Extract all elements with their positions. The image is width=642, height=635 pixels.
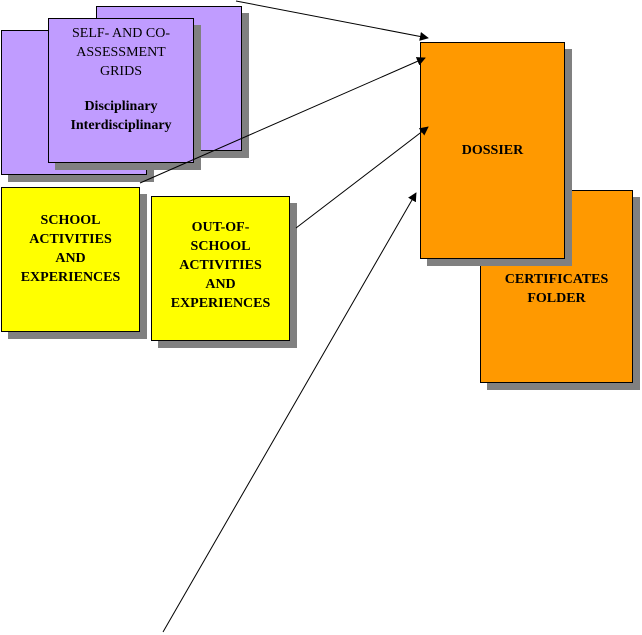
dossier-label: DOSSIER xyxy=(461,143,524,158)
out-of-school-activities-label: OUT-OF- SCHOOL ACTIVITIES AND EXPERIENCE… xyxy=(170,220,271,311)
school-activities-label: SCHOOL ACTIVITIES AND EXPERIENCES xyxy=(20,213,121,285)
arrow-out-of-school-to-dossier xyxy=(295,126,429,229)
dossier-box xyxy=(420,42,565,259)
arrow-grids-to-dossier xyxy=(235,0,429,41)
certificates-folder-label: CERTIFICATES FOLDER xyxy=(504,272,609,306)
arrow-school-to-dossier xyxy=(139,57,426,184)
out-of-school-activities-box xyxy=(151,196,290,341)
grids-subtitle: Disciplinary Interdisciplinary xyxy=(70,99,172,133)
grids-title: SELF- AND CO- ASSESSMENT GRIDS xyxy=(71,26,170,79)
arrow-bottom-to-dossier xyxy=(162,192,417,633)
school-activities-box xyxy=(1,187,140,332)
grids-card-front xyxy=(48,18,194,163)
